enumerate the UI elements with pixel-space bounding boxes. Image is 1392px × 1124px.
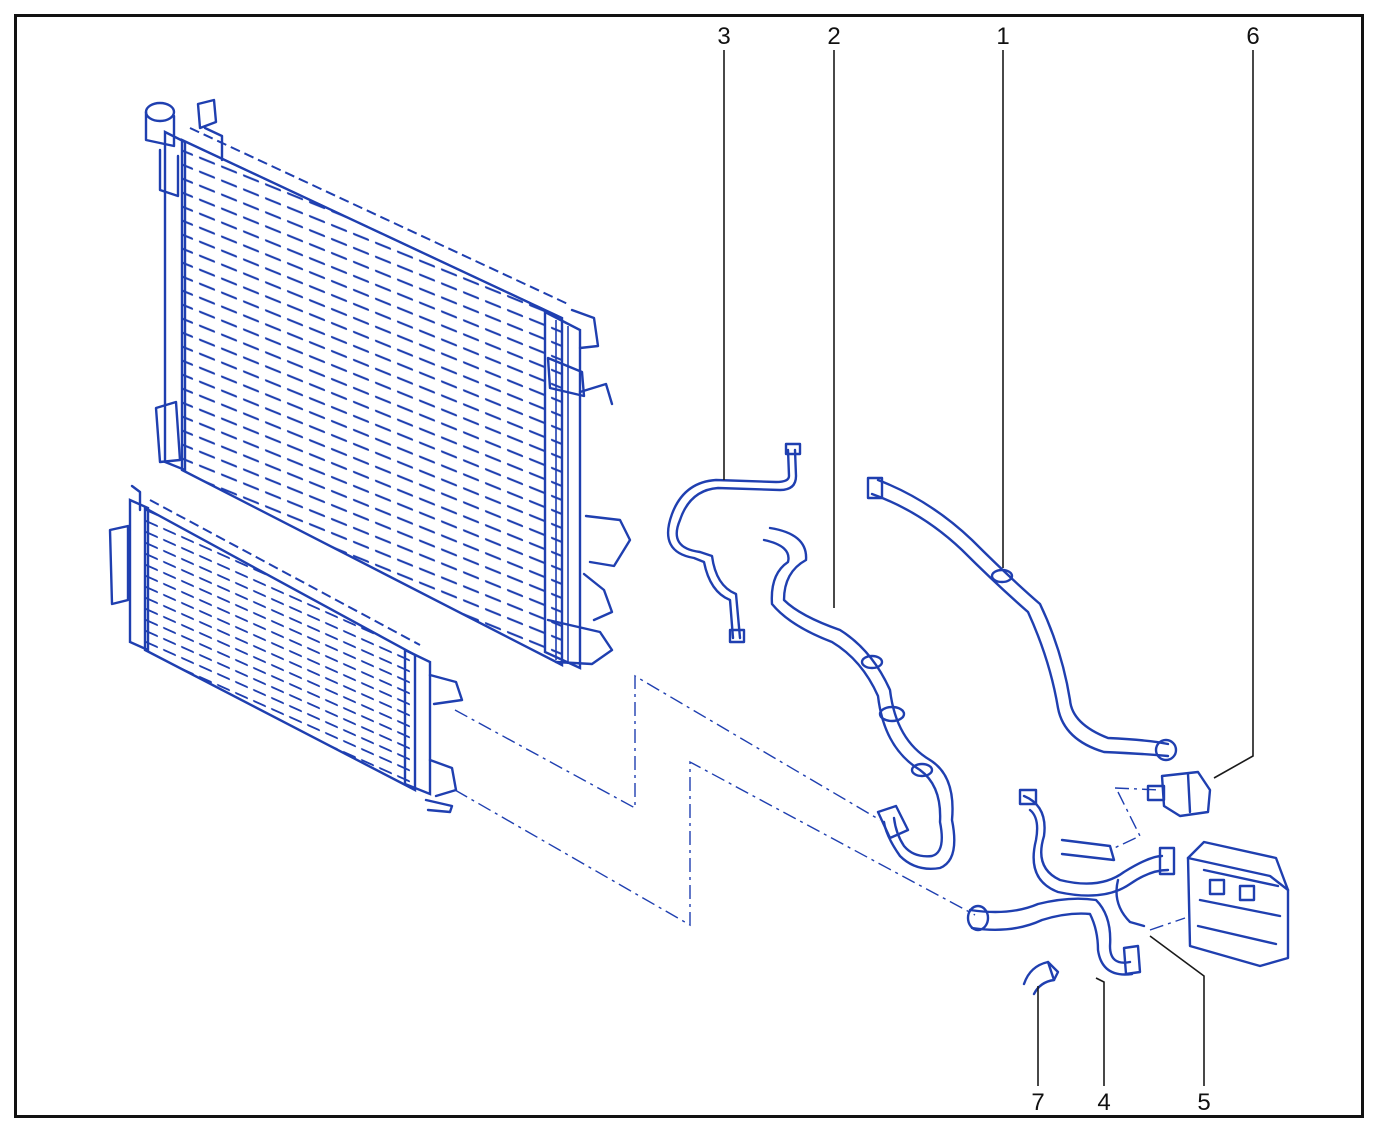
connection-paths — [454, 674, 1186, 931]
filler-neck-icon — [144, 98, 224, 198]
callout-2: 2 — [827, 23, 840, 50]
main-radiator — [144, 98, 632, 670]
condenser — [108, 484, 464, 814]
control-module — [1186, 840, 1290, 968]
callout-3: 3 — [717, 23, 730, 50]
clip-7 — [1022, 960, 1060, 996]
radiator-fittings-icon — [154, 308, 632, 666]
hose-3 — [667, 442, 802, 644]
hose-4 — [966, 897, 1142, 976]
callout-6: 6 — [1246, 23, 1259, 50]
leader-line-4 — [1095, 977, 1105, 1086]
leader-line-5 — [1149, 935, 1205, 1086]
leader-lines — [723, 50, 1254, 1086]
hose-assembly-5 — [1018, 788, 1176, 928]
callout-labels: 1 2 3 4 5 6 7 — [717, 23, 1259, 1116]
leader-line-6 — [1213, 50, 1254, 779]
callout-1: 1 — [996, 23, 1009, 50]
condenser-fittings-icon — [108, 484, 464, 814]
callout-7: 7 — [1031, 1089, 1044, 1116]
callout-4: 4 — [1097, 1089, 1110, 1116]
hose-2 — [762, 526, 956, 870]
hose-1 — [866, 476, 1178, 762]
callout-5: 5 — [1197, 1089, 1210, 1116]
valve-6 — [1146, 770, 1212, 818]
